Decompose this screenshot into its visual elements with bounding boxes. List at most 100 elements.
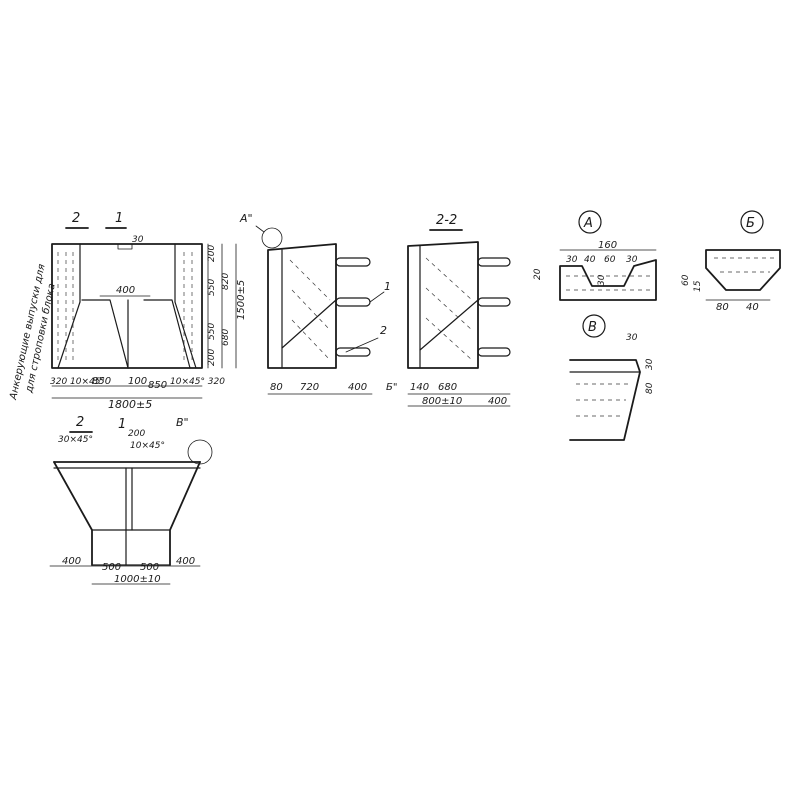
section-dim-1: 140 [410,382,429,393]
detail-a-badge-circle [578,210,602,234]
detail-a: А 160 30 40 60 30 30 20 [533,210,657,301]
section-overhang: 400 [488,396,507,407]
detail-v-badge-circle [582,314,606,338]
section-outline [407,241,479,369]
front-top-dim: 30 [132,235,144,245]
front-bottom-left: 320 10×45° [50,377,105,387]
section-total: 800±10 [422,396,462,407]
view-a: А" 1 2 80 720 400 Б" [239,212,397,395]
detail-a-part-1: 30 [566,255,578,265]
front-bottom-w2: 850 [148,380,167,391]
front-right-dim-4: 200 [207,349,217,366]
front-right-dim-2: 550 [207,279,217,296]
front-total-width: 1800±5 [108,398,152,411]
front-cut-2: 2 [72,211,80,226]
anchor-3 [335,347,371,357]
front-outline [51,243,203,369]
detail-v-top: 30 [626,333,638,343]
section-anchor-1 [477,257,511,267]
view-a-outline [267,243,337,369]
plan-dim-2: 500 [102,562,121,573]
detail-a-left: 20 [533,268,543,280]
detail-a-depth: 30 [597,274,607,286]
anchor-2 [335,297,371,307]
hatch-line [425,317,473,361]
plan-dim-3: 500 [140,562,159,573]
detail-a-part-2: 40 [584,255,596,265]
front-cut-1: 1 [115,211,123,226]
front-right-dim-1: 200 [207,245,217,262]
view-a-diag [281,299,337,349]
detail-b-inner: 15 [693,280,703,292]
section-2-2: 2-2 140 680 800±10 400 [407,213,511,407]
hatch-line [289,259,331,301]
leader-line [345,337,379,353]
view-a-label-2: 2 [380,324,387,337]
front-opening-left [81,299,129,369]
view-a-dim-1: 80 [270,382,283,393]
detail-a-part-3: 60 [604,255,616,265]
view-a-dim-3: 400 [348,382,367,393]
plan-dim-1: 400 [62,556,81,567]
front-bottom-right: 10×45° 320 [170,377,225,387]
plan-view: 2 30×45° 1 200 10×45° В" 400 500 500 400… [49,415,213,585]
section-anchor-3 [477,347,511,357]
front-bottom-w1: 850 [92,376,111,387]
front-opening-right [143,299,191,369]
hatch-line [291,319,331,361]
detail-b-profile [705,249,781,291]
detail-a-part-4: 30 [626,255,638,265]
front-total-height: 1500±5 [236,280,247,320]
front-right-dim-3: 550 [207,323,217,340]
plan-right-taper [169,461,201,566]
plan-chamfer: 30×45° [58,435,93,445]
detail-a-profile [559,259,657,301]
section-dim-2: 680 [438,382,457,393]
detail-b-height: 60 [681,274,691,286]
callout-a-circle [261,227,283,249]
view-a-dim-2: 720 [300,382,319,393]
hatch-line [425,287,473,331]
front-notch [117,243,133,250]
detail-v-right-2: 80 [645,382,655,394]
plan-cut: 2 [76,415,84,430]
plan-callout-circle [187,439,213,465]
front-taper-right [174,301,197,369]
detail-v-right-1: 30 [645,358,655,370]
detail-b: Б 60 15 80 40 [681,210,781,313]
front-bottom-mid: 100 [128,376,147,387]
detail-b-bottom-1: 80 [716,302,729,313]
anchor-1 [335,257,371,267]
plan-cut-1: 1 [118,417,126,432]
hatch-line [291,289,331,331]
view-a-label-1: 1 [384,280,391,293]
detail-b-bottom-2: 40 [746,302,759,313]
plan-total: 1000±10 [114,574,161,585]
plan-callout: В" [176,416,189,429]
section-diag [419,299,479,351]
detail-v: В 30 30 80 [569,314,655,441]
leader-line [255,225,265,233]
detail-a-top: 160 [598,240,617,251]
plan-inner-sub: 10×45° [130,441,165,451]
plan-dim-4: 400 [176,556,195,567]
view-a-callout-b: Б" [386,382,397,393]
front-right-pair-2: 680 [221,329,231,346]
detail-b-badge-circle [740,210,764,234]
section-anchor-2 [477,297,511,307]
detail-v-badge: В [588,320,597,335]
front-mid-dim: 400 [116,285,135,296]
front-taper-left [57,301,81,369]
plan-left-taper [53,461,93,566]
view-a-callout: А" [239,212,253,225]
plan-inner-dim: 200 [128,429,145,439]
front-view: 2 1 30 400 200 550 550 200 820 680 1500±… [50,211,247,411]
detail-b-badge: Б [746,216,755,231]
section-title: 2-2 [436,213,457,228]
hatch-line [425,257,473,301]
leader-line [369,291,385,303]
detail-a-badge: А [583,216,593,231]
front-right-pair-1: 820 [221,273,231,290]
